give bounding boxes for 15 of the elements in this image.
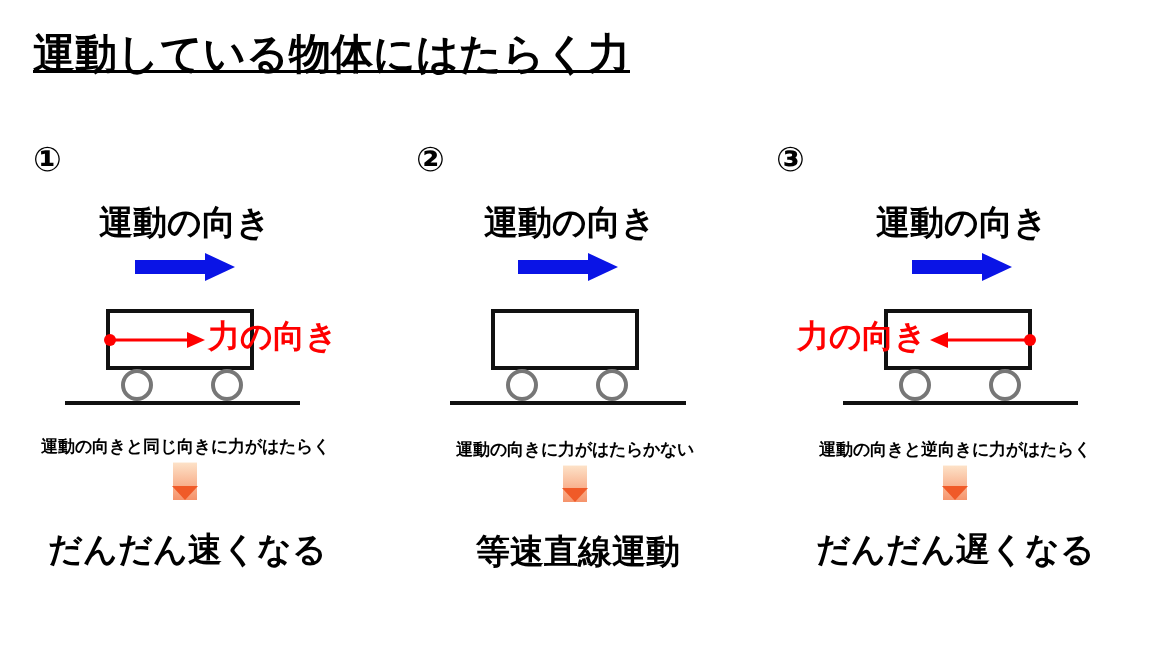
panel-number: ① [33, 140, 62, 180]
description-text: 運動の向きと逆向きに力がはたらく [819, 440, 1091, 460]
description-text: 運動の向きと同じ向きに力がはたらく [40, 437, 330, 457]
motion-heading: 運動の向き [876, 203, 1048, 243]
description-text: 運動の向きに力がはたらかない [456, 440, 694, 460]
result-text: だんだん速くなる [47, 530, 327, 570]
panel-number: ② [416, 140, 445, 180]
down-arrow [172, 462, 198, 500]
result-text: 等速直線運動 [476, 532, 680, 572]
result-text: だんだん遅くなる [815, 530, 1095, 570]
down-arrow [942, 465, 968, 500]
panel-number: ③ [776, 140, 805, 180]
title-text: 運動している物体にはたらく力 [33, 30, 630, 79]
motion-heading: 運動の向き [99, 203, 271, 243]
motion-heading: 運動の向き [484, 203, 656, 243]
